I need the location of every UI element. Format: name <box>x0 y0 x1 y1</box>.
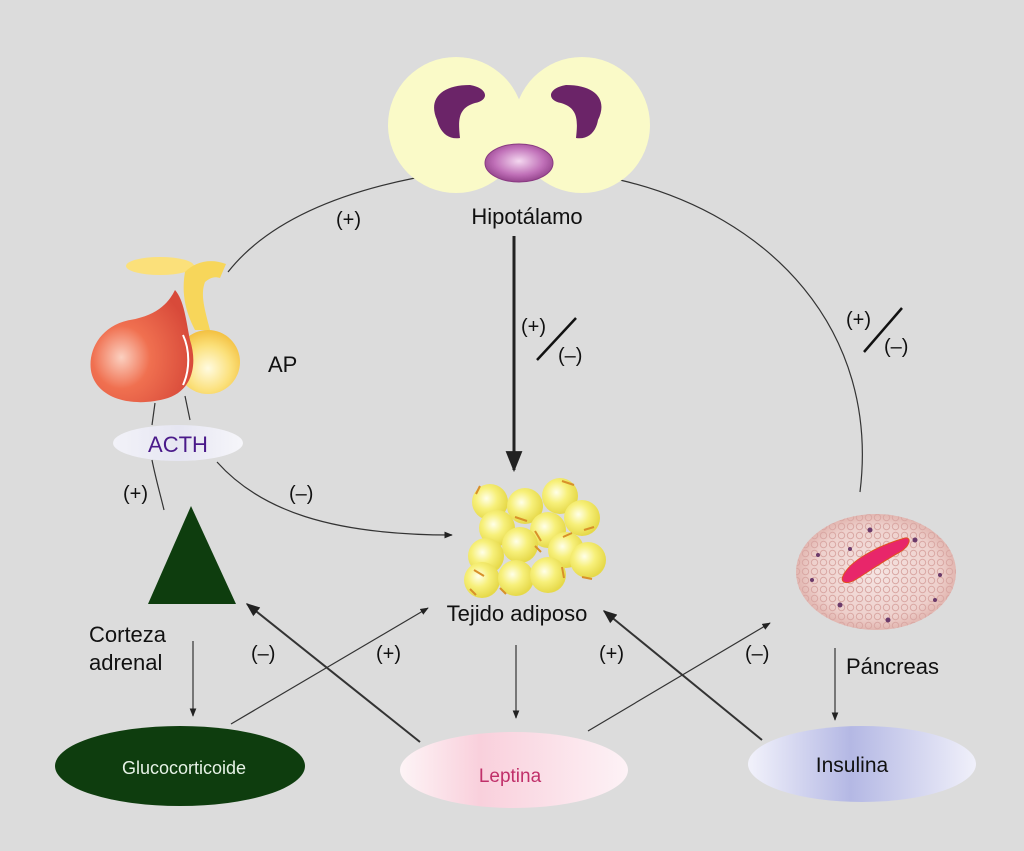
hypothalamus-illustration <box>388 57 650 193</box>
acth-label: ACTH <box>148 432 208 457</box>
pancreas-label: Páncreas <box>846 654 939 679</box>
sign-leptin-to-adrenal: (–) <box>251 643 275 665</box>
sign-acth-to-adipose: (–) <box>289 483 313 505</box>
leptin-ellipse <box>400 732 628 808</box>
sign-hypo-adipose-plus: (+) <box>521 316 546 338</box>
pituitary-to-acth-line-left <box>151 402 156 426</box>
adrenal-cortex-triangle <box>148 506 236 604</box>
islet <box>841 537 910 584</box>
insulin-label: Insulina <box>816 754 889 777</box>
glucocorticoid-to-adipose-arrow <box>230 607 429 725</box>
acth-to-adrenal-line <box>151 459 165 511</box>
sign-insulin-to-adipose: (+) <box>599 643 624 665</box>
sign-hypo-adipose-minus: (–) <box>558 345 582 367</box>
slash-hypo-pancreas <box>863 307 903 353</box>
leptin-to-pancreas-arrow <box>587 622 771 732</box>
sign-acth-to-adrenal: (+) <box>123 483 148 505</box>
acth-to-adipose-arrow <box>216 461 453 539</box>
adrenal-label-line2: adrenal <box>89 650 162 675</box>
left-nucleus <box>434 85 486 139</box>
hypothalamus-to-pituitary-line <box>227 177 416 273</box>
glucocorticoid-ellipse <box>55 726 305 806</box>
right-nucleus <box>550 85 602 139</box>
insulin-ellipse <box>748 726 976 802</box>
slash-hypo-adipose <box>536 317 577 361</box>
pancreas-illustration <box>796 514 956 630</box>
adipose-label: Tejido adiposo <box>447 601 588 626</box>
sign-leptin-to-pancreas: (–) <box>745 643 769 665</box>
adrenal-label-line1: Corteza <box>89 622 167 647</box>
sign-gluco-to-adipose: (+) <box>376 643 401 665</box>
hypothalamus-label: Hipotálamo <box>471 204 582 229</box>
leptin-to-adrenal-arrow <box>245 603 421 743</box>
acth-ellipse <box>113 425 243 461</box>
leptin-label: Leptina <box>479 766 542 787</box>
adipose-tissue-illustration <box>464 478 606 598</box>
insulin-to-adipose-arrow <box>602 610 763 741</box>
sign-hypo-pancreas-minus: (–) <box>884 336 908 358</box>
connector-lines <box>151 177 903 743</box>
median-eminence <box>484 143 554 183</box>
sign-hypo-pancreas-plus: (+) <box>846 309 871 331</box>
glucocorticoid-label: Glucocorticoide <box>122 758 246 778</box>
pituitary-illustration <box>90 257 240 403</box>
sign-hypo-to-ap: (+) <box>336 209 361 231</box>
pituitary-to-acth-line-right <box>184 395 191 421</box>
pituitary-label: AP <box>268 352 297 377</box>
hypothalamus-to-pancreas-line <box>619 179 863 493</box>
